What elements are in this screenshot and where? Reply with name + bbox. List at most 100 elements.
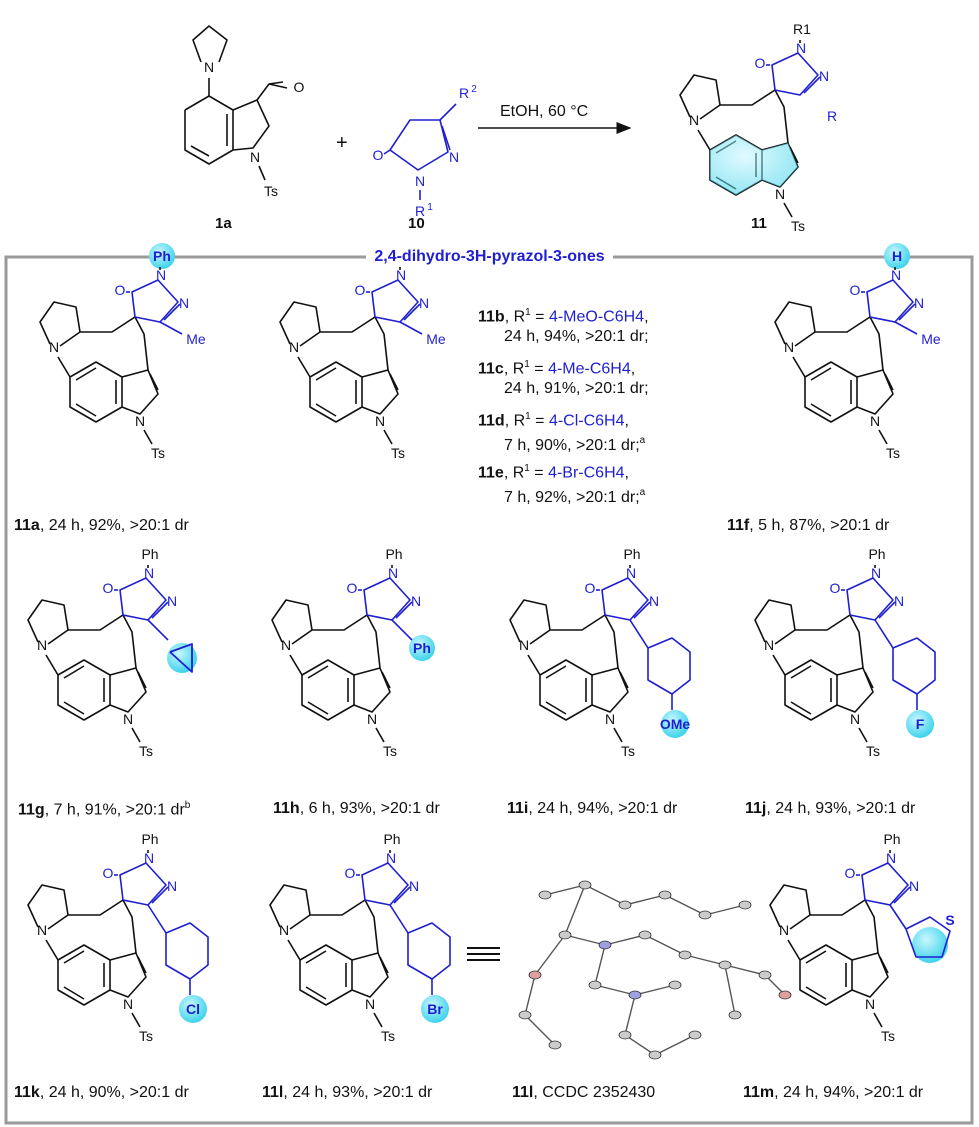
pyrazole-n2: N (409, 878, 419, 894)
ts-label: Ts (886, 445, 900, 461)
atom-label: O (294, 79, 305, 95)
pyrazole-n1: N (156, 267, 166, 283)
pyrrolidine-n: N (281, 637, 291, 653)
xray-atom (778, 990, 792, 1000)
pyrazole-n2: N (909, 878, 919, 894)
highlight-bubble (179, 995, 207, 1023)
indole-n: N (605, 711, 615, 727)
caption-11h: 11h, 6 h, 93%, >20:1 dr (273, 800, 440, 817)
pyrrolidine-n: N (289, 339, 299, 355)
xray-atom (528, 970, 542, 980)
r1-label: Ph (383, 831, 400, 847)
highlight-bubble (884, 243, 910, 269)
pyrazole-n1: N (144, 565, 154, 581)
pyrazole-n1: N (396, 267, 406, 283)
carbonyl-o: O (103, 865, 114, 881)
pyrazole-n1: N (891, 267, 901, 283)
r1-label: R1 (793, 21, 811, 37)
atom-label: N (449, 149, 459, 165)
indole-n: N (870, 413, 880, 429)
xray-atom (658, 890, 672, 900)
panel-title: 2,4-dihydro-3H-pyrazol-3-ones (0, 248, 979, 266)
pyrazole-n2: N (419, 295, 429, 311)
indole-n: N (375, 413, 385, 429)
methyl-label: Me (921, 331, 941, 347)
equivalence-sign (467, 947, 500, 961)
compound-generic: NTsNONNR1Me (279, 248, 446, 461)
indole-n: N (865, 996, 875, 1012)
ts-label: Ts (391, 445, 405, 461)
r1-label: Ph (385, 546, 402, 562)
ts-label: Ts (881, 1028, 895, 1044)
carbonyl-o: O (347, 580, 358, 596)
r1-label: Ph (868, 546, 885, 562)
pyrazole-n2: N (167, 878, 177, 894)
xray-atom (678, 950, 692, 960)
carbonyl-o: O (115, 282, 126, 298)
variant-11b: 11b, R1 = 4-MeO-C6H4,24 h, 94%, >20:1 dr… (478, 307, 649, 346)
ts-label: Ts (151, 445, 165, 461)
pyrazole-n1: N (886, 850, 896, 866)
variant-11e: 11e, R1 = 4-Br-C6H4,7 h, 92%, >20:1 dr;a (478, 463, 646, 506)
xray-atom (538, 890, 552, 900)
xray-atom (688, 1030, 702, 1040)
xray-atom (648, 1050, 662, 1060)
indole-n: N (365, 996, 375, 1012)
xray-atom (548, 1040, 562, 1050)
pyrazole-n2: N (894, 593, 904, 609)
carbonyl-o: O (585, 580, 596, 596)
pyrazole-n1: N (144, 850, 154, 866)
caption-11l: 11l, 24 h, 93%, >20:1 dr (262, 1084, 433, 1101)
highlight-bubble (149, 243, 175, 269)
pyrrolidine-n: N (784, 339, 794, 355)
xray-structure (518, 880, 792, 1060)
xray-atom (718, 960, 732, 970)
r1-label: Ph (141, 546, 158, 562)
highlight-bubble (421, 995, 449, 1023)
reaction-conditions: EtOH, 60 °C (500, 103, 589, 120)
r1-label: Ph (883, 831, 900, 847)
xray-atom (598, 940, 612, 950)
atom-label: R (459, 85, 469, 101)
pyrrolidine-n: N (519, 637, 529, 653)
xray-atom (518, 1010, 532, 1020)
pyrrolidine-n: N (764, 637, 774, 653)
xray-atom (618, 900, 632, 910)
thiophene-s: S (945, 912, 954, 928)
highlight-bubble (409, 635, 435, 661)
caption-11m: 11m, 24 h, 94%, >20:1 dr (743, 1084, 924, 1101)
ts-label: Ts (139, 1028, 153, 1044)
pyrrolidine-n: N (779, 922, 789, 938)
pyrazole-n2: N (167, 593, 177, 609)
xray-atom (668, 980, 682, 990)
atom-label: N (204, 59, 214, 75)
caption-11g: 11g, 7 h, 91%, >20:1 drb (18, 800, 191, 819)
para-substituent: F (916, 716, 925, 732)
xray-atom (638, 930, 652, 940)
pyrazole-n2: N (649, 593, 659, 609)
pyrrolidine-n: N (49, 339, 59, 355)
ts-label: Ts (139, 743, 153, 759)
atom-label: N (415, 173, 425, 189)
xray-atom (728, 1010, 742, 1020)
label-1a: 1a (215, 215, 232, 232)
xray-atom (578, 880, 592, 890)
pyrazole-n2: N (179, 295, 189, 311)
pyrrolidine-n: N (279, 922, 289, 938)
highlight-bubble (661, 710, 689, 738)
para-substituent: Br (427, 1001, 443, 1017)
phenyl-label: Ph (413, 640, 431, 656)
ts-label: Ts (621, 743, 635, 759)
atom-label: O (373, 147, 384, 163)
pyrrolidine-n: N (37, 637, 47, 653)
